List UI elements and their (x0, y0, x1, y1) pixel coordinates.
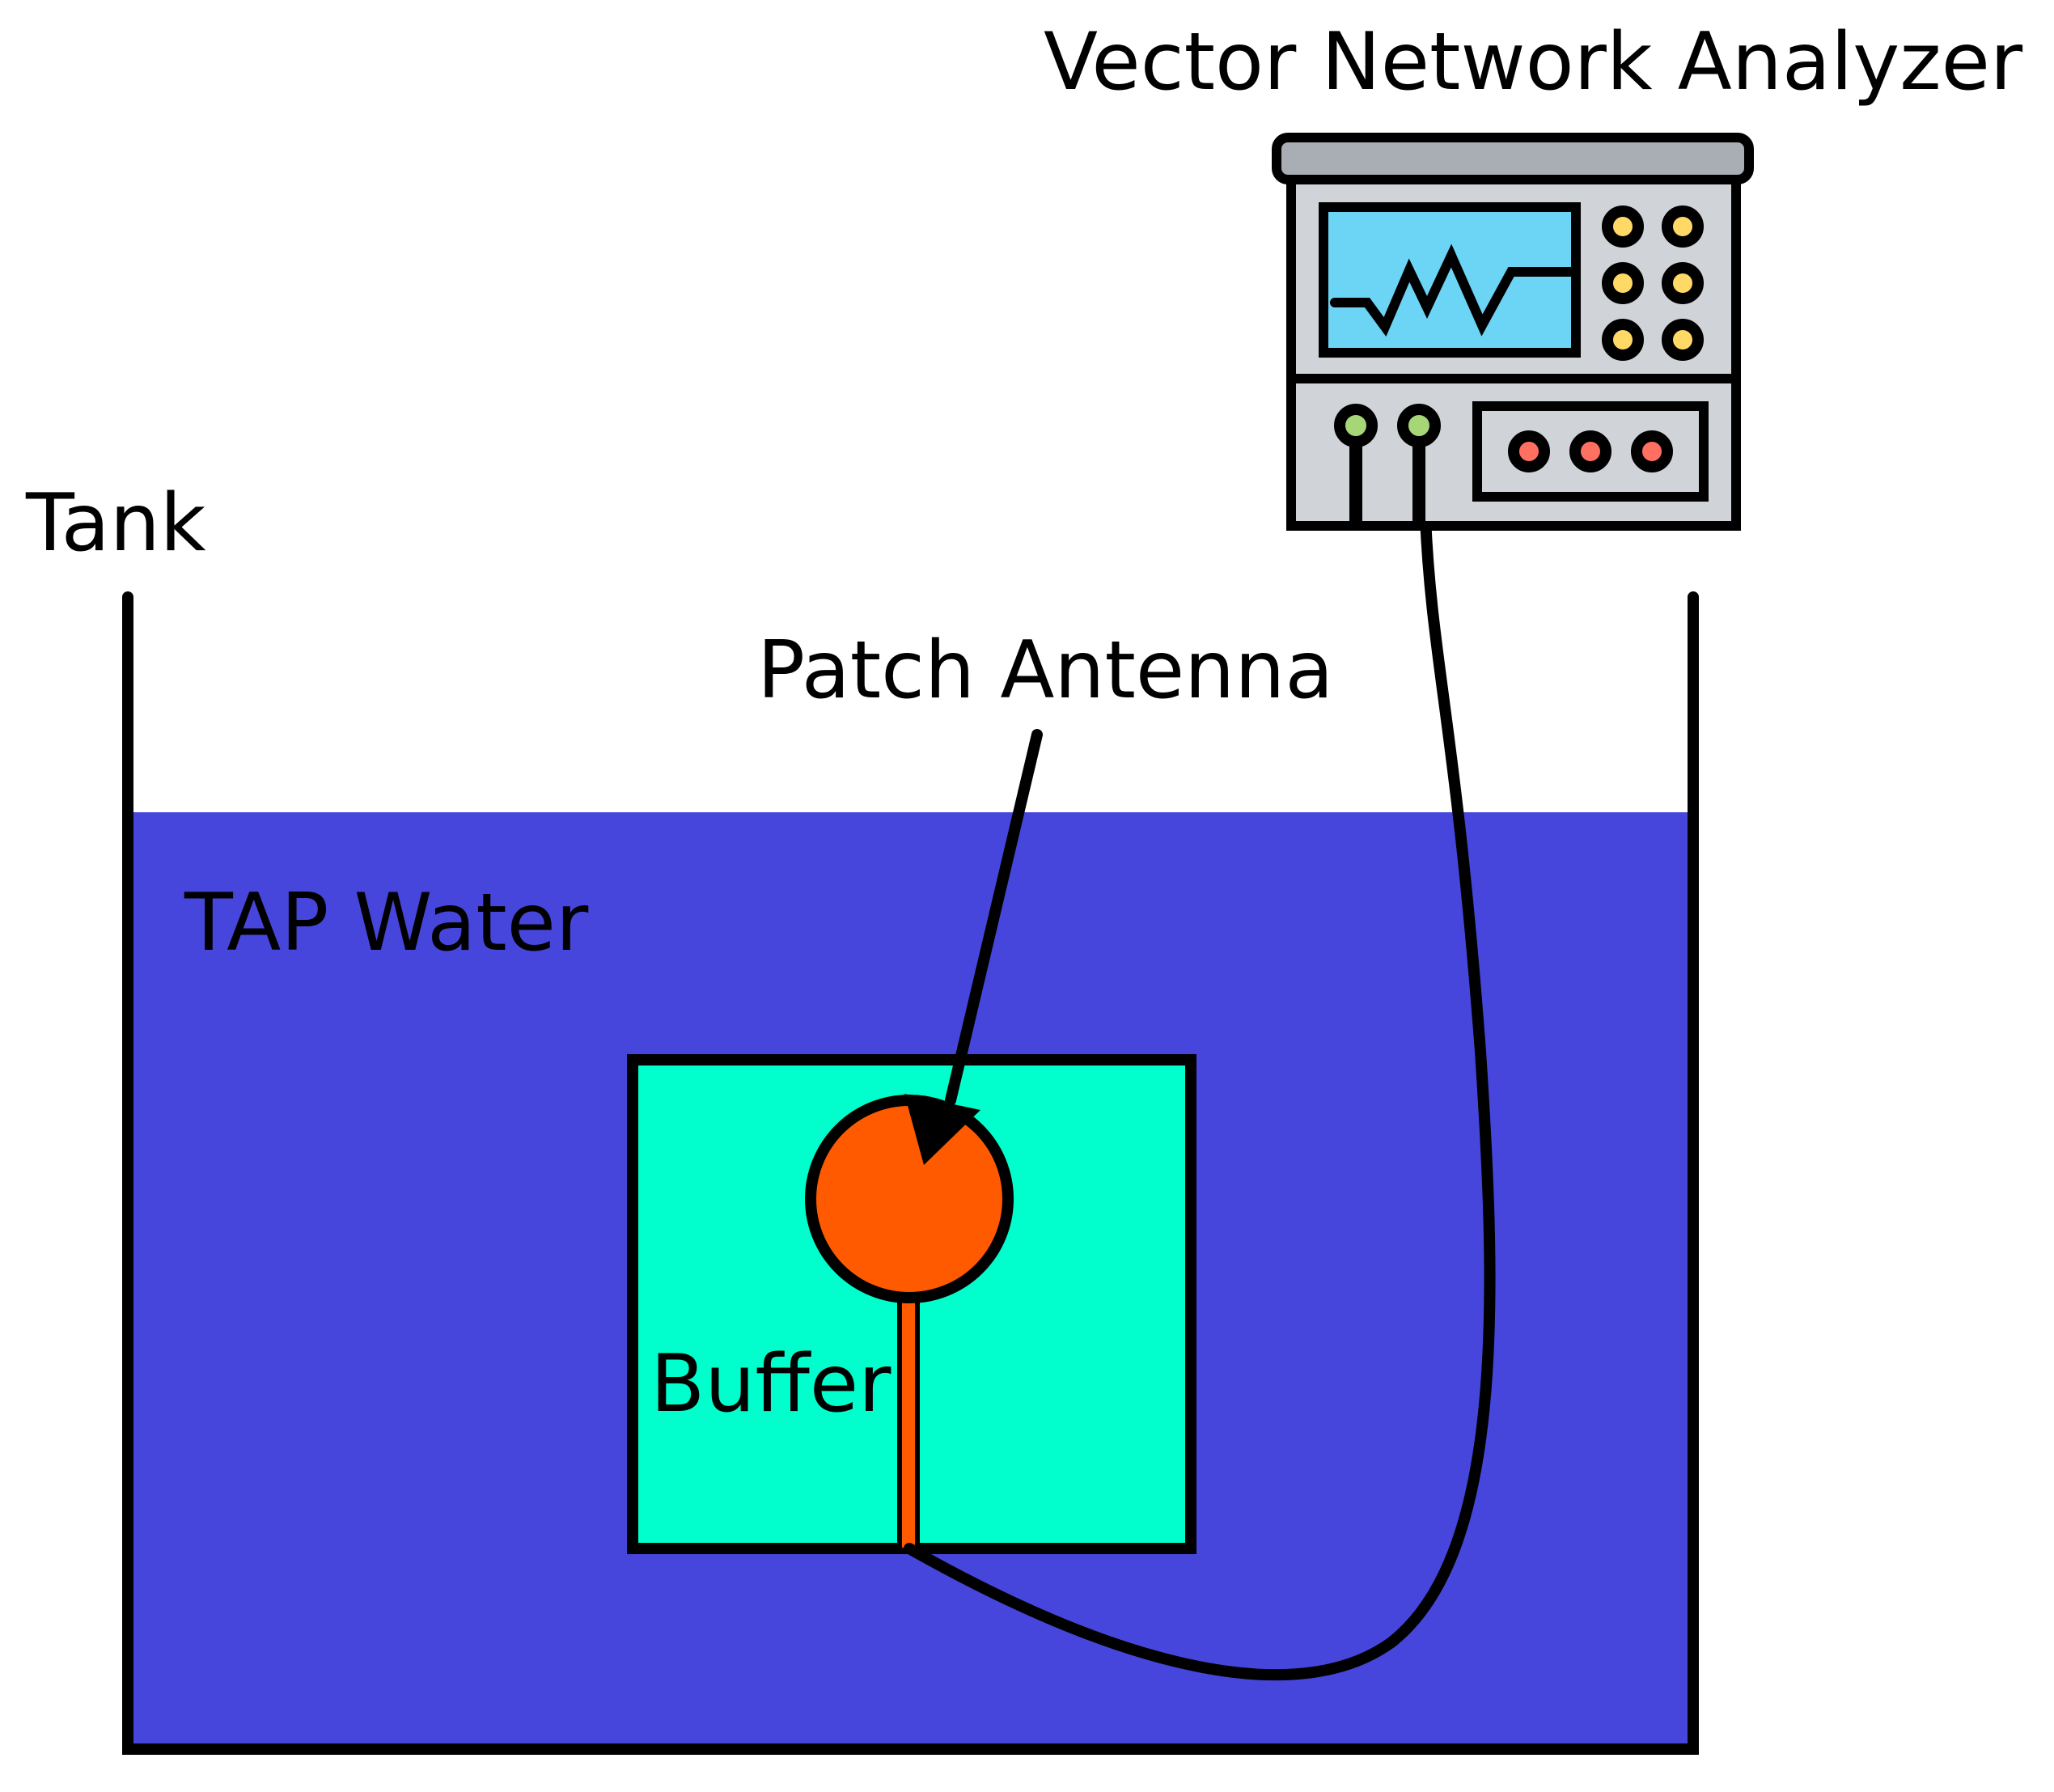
waveform-icon (1319, 202, 1581, 358)
vector-network-analyzer-icon (1272, 133, 1754, 531)
patch-antenna-arrow-head (904, 1094, 980, 1165)
patch-antenna (805, 1095, 1014, 1303)
tap-water-label: TAP Water (184, 877, 589, 969)
patch-antenna-arrow-shaft (945, 729, 1043, 1106)
patch-antenna-label: Patch Antenna (757, 625, 1334, 717)
tank-label: Tank (26, 477, 206, 570)
vna-label: Vector Network Analyzer (1044, 16, 2023, 108)
tank-outline (122, 591, 1699, 1755)
knob-grid (1602, 205, 1704, 361)
vna-ports (1334, 404, 1441, 447)
coax-cable (904, 512, 1496, 1681)
vna-buttons (1508, 430, 1673, 472)
buffer-label: Buffer (650, 1338, 891, 1430)
antenna-feed-line (897, 1286, 920, 1553)
